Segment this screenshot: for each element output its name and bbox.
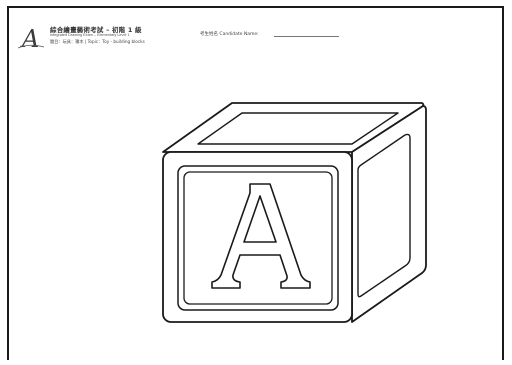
exam-topic: 題目：玩具：積木 | Topic：Toy - building blocks xyxy=(50,39,145,44)
exam-subtitle: Integrated Drawing Exam – Elementary Lev… xyxy=(50,33,130,37)
block-letter-label: A xyxy=(0,0,1,1)
exam-title: 綜合繪畫藝術考試 – 初階 1 級 xyxy=(50,26,142,34)
block-top-inner-panel xyxy=(197,112,399,145)
candidate-name-label: 考生姓名 Candidate Name: xyxy=(200,32,259,37)
block-letter-a-outline xyxy=(211,183,311,289)
block-right-inner-panel xyxy=(357,133,411,298)
candidate-name-field[interactable] xyxy=(274,36,339,37)
exam-logo-icon: A xyxy=(17,25,45,53)
